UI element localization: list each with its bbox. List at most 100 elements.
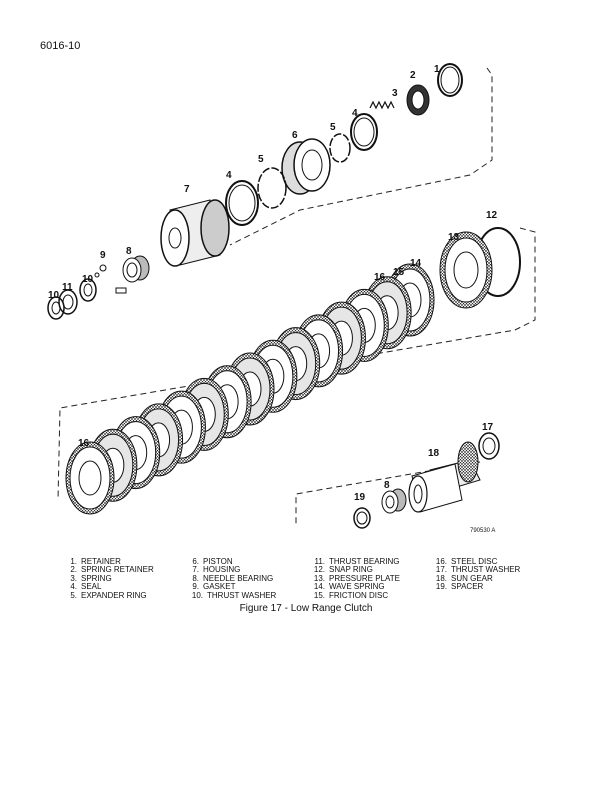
legend-item: 13. PRESSURE PLATE bbox=[308, 573, 400, 583]
part-housing bbox=[160, 199, 230, 267]
callout-3: 3 bbox=[392, 88, 398, 99]
legend-item: 14. WAVE SPRING bbox=[308, 582, 400, 592]
legend-item-number: 3. bbox=[70, 573, 77, 583]
legend-item: 2. SPRING RETAINER bbox=[64, 565, 154, 575]
legend-item-number: 14. bbox=[313, 582, 325, 592]
legend-item-number: 6. bbox=[192, 557, 199, 566]
part-spring bbox=[369, 100, 395, 110]
callout-15: 15 bbox=[393, 267, 405, 278]
callout-14: 14 bbox=[410, 258, 422, 269]
callout-17: 17 bbox=[482, 422, 494, 433]
legend-item-label: SPACER bbox=[451, 582, 484, 592]
legend-item-number: 4. bbox=[70, 582, 77, 592]
part-gasket bbox=[94, 264, 127, 294]
legend-item-label: STEEL DISC bbox=[451, 557, 498, 566]
part-seal-lower bbox=[225, 180, 259, 226]
callout-12: 12 bbox=[486, 210, 498, 221]
part-piston bbox=[281, 138, 331, 195]
callout-10: 10 bbox=[48, 290, 60, 301]
callout-6: 6 bbox=[292, 130, 298, 141]
legend-item-label: EXPANDER RING bbox=[81, 590, 147, 600]
callout-1: 1 bbox=[434, 64, 440, 75]
legend-item-number: 19. bbox=[435, 582, 447, 592]
legend-item: 12.SNAP RING bbox=[308, 565, 400, 575]
legend-item-label: NEEDLE BEARING bbox=[203, 573, 274, 583]
callout-16: 16 bbox=[374, 272, 386, 283]
steel-disc bbox=[65, 441, 115, 515]
callout-18: 18 bbox=[428, 448, 440, 459]
legend-item-number: 9. bbox=[192, 582, 199, 592]
legend-item: 11.THRUST BEARING bbox=[308, 557, 400, 566]
legend-item-number: 8. bbox=[192, 573, 199, 583]
callout-4: 4 bbox=[226, 170, 232, 181]
legend-item-label: PRESSURE PLATE bbox=[329, 573, 400, 583]
part-expander-ring-upper bbox=[329, 133, 351, 163]
callout-4: 4 bbox=[352, 108, 358, 119]
legend-item-label: SUN GEAR bbox=[451, 573, 493, 583]
callout-2: 2 bbox=[410, 70, 416, 81]
legend-item-number: 2. bbox=[70, 565, 77, 575]
legend-item: 17. THRUST WASHER bbox=[430, 565, 521, 575]
legend-item-number: 17. bbox=[435, 565, 447, 575]
legend-item: 19. SPACER bbox=[430, 582, 520, 592]
legend-item-label: SEAL bbox=[81, 582, 102, 592]
legend-item-label: FRICTION DISC bbox=[329, 590, 389, 600]
legend-item-label: SPRING RETAINER bbox=[81, 565, 154, 575]
legend-item-label: HOUSING bbox=[203, 565, 241, 575]
drawing-number: 790530 A bbox=[470, 528, 495, 534]
callout-13: 13 bbox=[448, 232, 460, 243]
alignment-line-lower bbox=[295, 461, 481, 525]
legend-item-number: 1. bbox=[70, 557, 77, 566]
callout-8: 8 bbox=[126, 246, 132, 257]
part-thrust-washer-upper bbox=[79, 278, 97, 302]
part-thrust-bearing bbox=[58, 289, 78, 315]
legend-item: 1.RETAINER bbox=[64, 557, 154, 566]
callout-19: 19 bbox=[354, 492, 366, 503]
legend-item: 10.THRUST WASHER bbox=[186, 590, 276, 600]
part-expander-ring-lower bbox=[257, 167, 287, 209]
callout-11: 11 bbox=[62, 282, 73, 293]
legend-item-label: SNAP RING bbox=[329, 565, 373, 575]
callout-16: 16 bbox=[78, 438, 90, 449]
legend-item-number: 10. bbox=[191, 590, 203, 600]
legend-item: 6.PISTON bbox=[186, 557, 276, 566]
page-id: 6016-10 bbox=[40, 40, 81, 52]
legend-item-number: 15. bbox=[313, 590, 325, 600]
part-retainer bbox=[437, 63, 463, 97]
legend-item: 18. SUN GEAR bbox=[430, 573, 520, 583]
part-sun-gear bbox=[408, 441, 481, 513]
part-spacer bbox=[353, 507, 371, 529]
exploded-view-drawing: 1 2 3 4 5 6 5 4 7 8 9 10 11 10 12 13 14 … bbox=[47, 63, 536, 534]
part-needle-bearing-upper bbox=[122, 255, 150, 283]
callout-9: 9 bbox=[100, 250, 106, 261]
part-thrust-washer-lower bbox=[478, 432, 500, 460]
legend-item-number: 7. bbox=[192, 565, 199, 575]
callout-10: 10 bbox=[82, 274, 94, 285]
alignment-line-middle bbox=[57, 227, 536, 501]
legend-item-number: 5. bbox=[70, 590, 77, 600]
part-needle-bearing-lower bbox=[381, 488, 407, 514]
legend-item: 15. FRICTION DISC bbox=[308, 590, 400, 600]
legend-item: 5. EXPANDER RING bbox=[64, 590, 154, 600]
legend-item-label: WAVE SPRING bbox=[329, 582, 385, 592]
legend-column-4: 16. STEEL DISC 17. THRUST WASHER 18. SUN GEAR… bbox=[430, 557, 521, 592]
part-spring-retainer bbox=[406, 84, 430, 116]
legend-item-number: 16. bbox=[435, 557, 447, 566]
legend-item-label: THRUST WASHER bbox=[451, 565, 521, 575]
legend-item-label: THRUST BEARING bbox=[329, 557, 400, 566]
legend-item: 4. SEAL bbox=[64, 582, 154, 592]
legend-item-number: 13. bbox=[313, 573, 325, 583]
legend-item: 3.SPRING bbox=[64, 573, 154, 583]
legend-item: 9.GASKET bbox=[186, 582, 276, 592]
legend-item: 7. HOUSING bbox=[186, 565, 276, 575]
clutch-pack bbox=[65, 263, 435, 515]
part-pressure-plate bbox=[439, 231, 493, 309]
callout-5: 5 bbox=[330, 122, 336, 133]
figure-caption: Figure 17 - Low Range Clutch bbox=[239, 603, 373, 614]
legend-item-number: 18. bbox=[435, 573, 447, 583]
legend-item: 8. NEEDLE BEARING bbox=[186, 573, 276, 583]
part-thrust-washer-left bbox=[47, 296, 65, 320]
